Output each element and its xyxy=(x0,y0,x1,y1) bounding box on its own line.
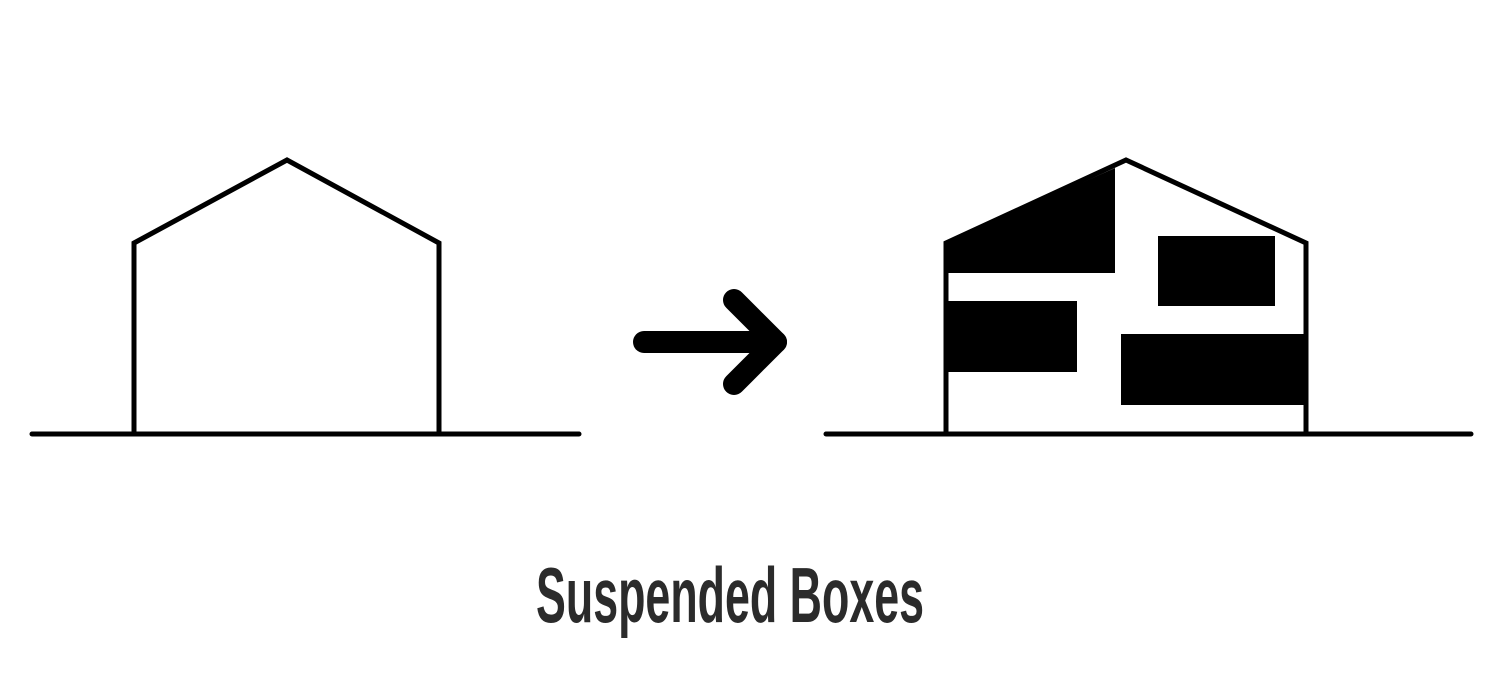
upper-left-box xyxy=(946,168,1115,273)
diagram-caption: Suspended Boxes xyxy=(536,551,924,639)
suspended-house-outline xyxy=(943,157,1309,434)
lower-right-box xyxy=(1121,334,1306,405)
middle-left-box xyxy=(946,301,1077,372)
suspended-boxes-house-diagram xyxy=(823,157,1474,437)
plain-house-diagram xyxy=(29,157,582,437)
arrow-right-icon xyxy=(633,289,787,395)
plain-house-outline xyxy=(131,157,442,434)
upper-right-box xyxy=(1158,236,1275,306)
